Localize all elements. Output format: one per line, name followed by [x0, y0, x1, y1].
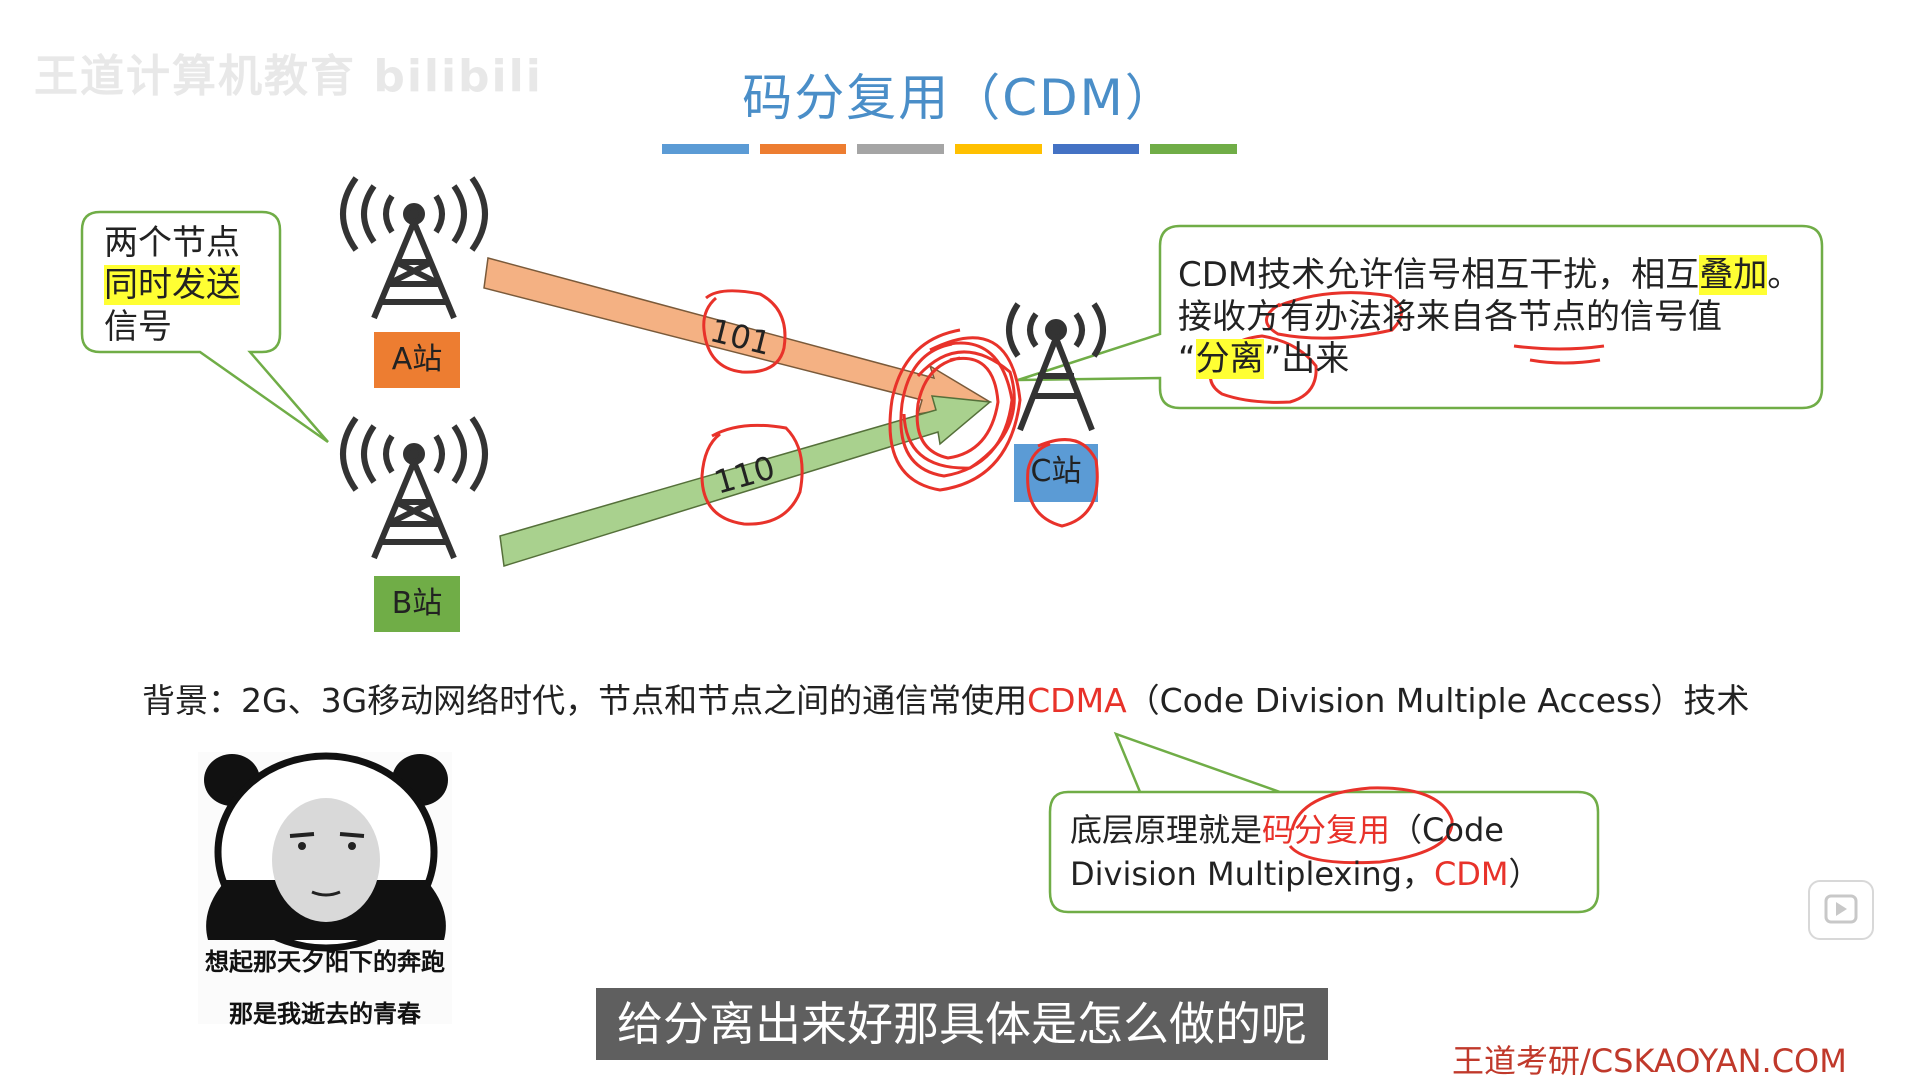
quote-open: “ — [1178, 339, 1196, 379]
principle-highlight-abbrev: CDM — [1433, 855, 1509, 893]
callout-left-line2: 同时发送 — [104, 264, 240, 306]
meme-caption-2: 那是我逝去的青春 — [229, 1000, 421, 1028]
annotation-scribbles — [700, 289, 1605, 865]
title-bar-3 — [857, 144, 945, 154]
background-highlight-cdma: CDMA — [1027, 681, 1127, 720]
principle-middle: （Code Division Multiplexing， — [1070, 811, 1504, 893]
station-a-label: A站 — [391, 342, 443, 377]
callout-right-line3-end: 出来 — [1281, 339, 1350, 379]
callout-right-line1: CDM技术允许信号相互干扰，相互叠加。 — [1178, 254, 1818, 296]
title-bar-1 — [662, 144, 749, 154]
title-bar-2 — [759, 144, 847, 154]
play-icon — [1824, 894, 1858, 924]
play-button[interactable] — [1808, 880, 1874, 940]
station-b-box — [374, 576, 460, 632]
principle-suffix: ） — [1508, 855, 1541, 893]
callout-right-highlight-superposition: 叠加 — [1699, 255, 1768, 295]
station-b-label: B站 — [391, 586, 443, 621]
title-bar-5 — [1052, 144, 1140, 154]
callout-left-line3: 信号 — [104, 307, 172, 347]
meme-caption-1: 想起那天夕阳下的奔跑 — [205, 948, 445, 976]
meme-image — [198, 752, 452, 1024]
footer-brand: 王道考研/CSKAOYAN.COM — [1452, 1042, 1847, 1080]
principle-prefix: 底层原理就是 — [1070, 811, 1263, 849]
watermark: 王道计算机教育 bilibili — [34, 51, 543, 102]
quote-close: ” — [1263, 339, 1282, 379]
callout-right-line1-text: CDM技术允许信号相互干扰，相互 — [1178, 255, 1700, 295]
callout-right-text: CDM技术允许信号相互干扰，相互叠加。 接收方有办法将来自各节点的信号值 “分离… — [1178, 254, 1818, 380]
callout-right-line3: “分离”出来 — [1178, 338, 1818, 380]
station-c-label: C站 — [1030, 454, 1082, 489]
principle-highlight-cdm: 码分复用 — [1262, 811, 1391, 849]
callout-left-highlight: 同时发送 — [104, 265, 240, 305]
station-a-box — [374, 332, 460, 388]
slide-title: 码分复用（CDM） — [742, 69, 1177, 127]
tower-c-icon — [1006, 302, 1106, 432]
callout-bottom-bubble — [1048, 731, 1600, 914]
background-suffix: （Code Division Multiple Access）技术 — [1126, 681, 1750, 720]
background-prefix: 背景：2G、3G移动网络时代，节点和节点之间的通信常使用 — [142, 681, 1028, 720]
title-color-bars — [662, 144, 1238, 154]
video-subtitle: 给分离出来好那具体是怎么做的呢 — [596, 988, 1328, 1060]
callout-left-text: 两个节点 同时发送 信号 — [104, 222, 240, 348]
callout-right-line1-end: 。 — [1767, 255, 1802, 295]
arrow-from-b — [499, 395, 992, 567]
title-bar-4 — [955, 144, 1042, 154]
tower-a-icon — [340, 176, 488, 320]
callout-right-line2: 接收方有办法将来自各节点的信号值 — [1178, 297, 1722, 337]
callout-left-line1: 两个节点 — [104, 223, 240, 263]
tower-b-icon — [340, 416, 488, 560]
background-text: 背景：2G、3G移动网络时代，节点和节点之间的通信常使用CDMA（Code Di… — [142, 674, 1749, 722]
principle-text: 底层原理就是码分复用（Code Division Multiplexing，CD… — [1070, 808, 1570, 896]
title-bar-6 — [1150, 144, 1238, 154]
callout-right-highlight-separate: 分离 — [1195, 339, 1264, 379]
